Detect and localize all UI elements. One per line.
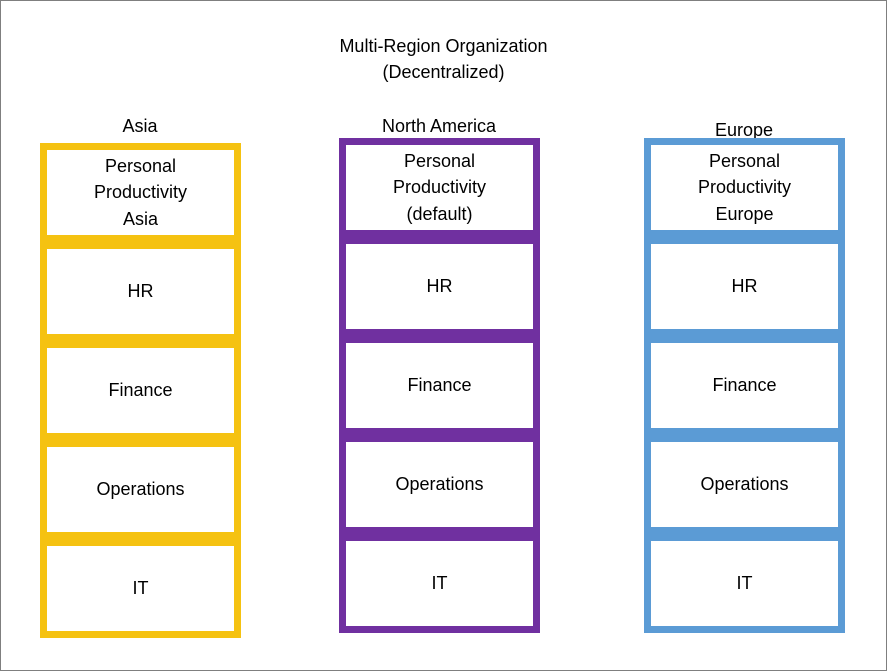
box-it-north-america: IT xyxy=(339,534,540,634)
box-finance-asia: Finance xyxy=(40,341,241,441)
column-north-america: Personal Productivity (default) HR Finan… xyxy=(339,138,540,634)
box-finance-north-america: Finance xyxy=(339,336,540,436)
column-label-asia: Asia xyxy=(122,116,158,136)
box-operations-europe: Operations xyxy=(644,435,845,535)
box-hr-north-america: HR xyxy=(339,237,540,337)
column-europe: Personal Productivity Europe HR Finance … xyxy=(644,138,845,634)
box-operations-asia: Operations xyxy=(40,440,241,540)
box-personal-productivity-europe: Personal Productivity Europe xyxy=(644,138,845,238)
diagram-subtitle: (Decentralized) xyxy=(382,62,505,82)
box-personal-productivity-asia: Personal Productivity Asia xyxy=(40,143,241,243)
box-it-asia: IT xyxy=(40,539,241,639)
column-label-north-america: North America xyxy=(381,116,497,136)
box-operations-north-america: Operations xyxy=(339,435,540,535)
box-it-europe: IT xyxy=(644,534,845,634)
column-asia: Personal Productivity Asia HR Finance Op… xyxy=(40,143,241,639)
box-hr-asia: HR xyxy=(40,242,241,342)
box-finance-europe: Finance xyxy=(644,336,845,436)
box-hr-europe: HR xyxy=(644,237,845,337)
box-personal-productivity-default: Personal Productivity (default) xyxy=(339,138,540,238)
column-label-europe: Europe xyxy=(714,120,774,140)
diagram-title: Multi-Region Organization xyxy=(339,36,548,56)
